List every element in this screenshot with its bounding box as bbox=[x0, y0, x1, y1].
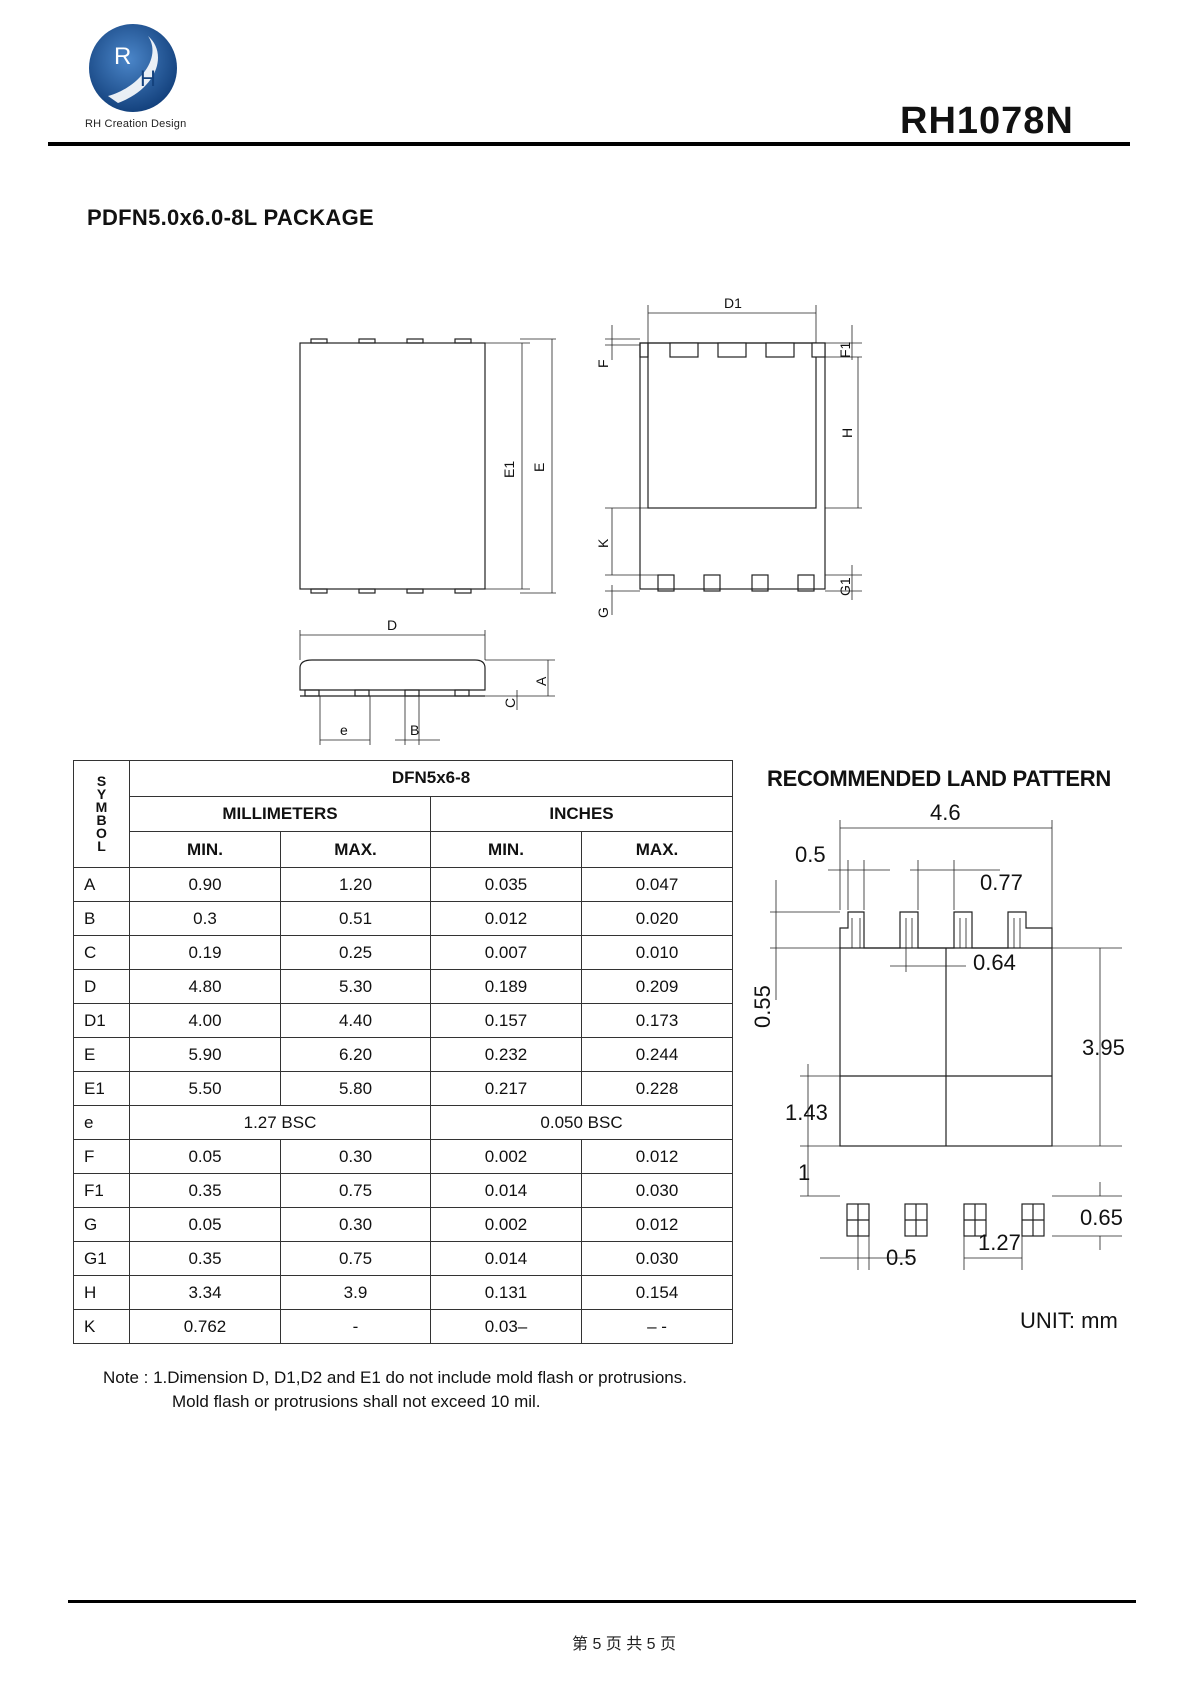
dim-pad-width: 0.5 bbox=[795, 842, 826, 867]
land-pattern-title: RECOMMENDED LAND PATTERN bbox=[767, 766, 1111, 791]
col-in-max: MAX. bbox=[580, 831, 734, 868]
logo-letter-r: R bbox=[114, 43, 131, 70]
note-line-1: Note : 1.Dimension D, D1,D2 and E1 do no… bbox=[103, 1368, 687, 1387]
dim-spacing: 1 bbox=[798, 1160, 810, 1185]
company-logo: R H bbox=[78, 18, 188, 128]
inches-header: INCHES bbox=[429, 795, 734, 833]
note-line-2: Mold flash or protrusions shall not exce… bbox=[172, 1392, 541, 1411]
dim-pad-height: 0.65 bbox=[1080, 1205, 1123, 1230]
package-header: DFN5x6-8 bbox=[128, 760, 734, 797]
part-number: RH1078N bbox=[900, 100, 1074, 142]
label-f: F bbox=[595, 359, 611, 368]
label-g1: G1 bbox=[837, 577, 853, 596]
package-drawing: D1 F K G F1 H G1 E1 E D A C e B bbox=[299, 295, 862, 745]
logo-letter-h: H bbox=[140, 66, 156, 91]
dim-body-height: 3.95 bbox=[1082, 1035, 1125, 1060]
dim-bottom-pad-width: 0.5 bbox=[886, 1245, 917, 1270]
col-in-min: MIN. bbox=[430, 831, 582, 868]
top-view bbox=[299, 338, 556, 594]
dim-gap: 0.64 bbox=[973, 950, 1016, 975]
dimension-table: S Y M B O L DFN5x6-8 MILLIMETERS INCHES … bbox=[73, 760, 734, 1344]
unit-label: UNIT: mm bbox=[1020, 1308, 1118, 1333]
label-h: H bbox=[839, 428, 855, 438]
label-e1: E1 bbox=[501, 461, 517, 478]
label-e: E bbox=[531, 463, 547, 472]
millimeters-header: MILLIMETERS bbox=[129, 795, 431, 833]
package-title: PDFN5.0x6.0-8L PACKAGE bbox=[87, 205, 374, 230]
label-c: C bbox=[502, 698, 518, 708]
bottom-view bbox=[605, 305, 862, 615]
label-d1: D1 bbox=[724, 295, 742, 311]
label-f1: F1 bbox=[837, 341, 853, 358]
logo-caption: RH Creation Design bbox=[85, 118, 187, 130]
symbol-header: S Y M B O L bbox=[73, 760, 130, 868]
dim-lower-height: 1.43 bbox=[785, 1100, 828, 1125]
dim-pad-pitch-top: 0.77 bbox=[980, 870, 1023, 895]
label-k: K bbox=[595, 538, 611, 548]
col-mm-min: MIN. bbox=[129, 831, 281, 868]
label-a: A bbox=[533, 676, 549, 686]
land-pattern-drawing: 4.6 0.5 0.77 0.64 0.55 3.95 1.43 1 0.65 … bbox=[750, 800, 1125, 1270]
footer-rule bbox=[68, 1600, 1136, 1603]
side-view bbox=[299, 630, 555, 745]
page-number: 第 5 页 共 5 页 bbox=[572, 1636, 677, 1653]
label-e-pitch: e bbox=[340, 722, 348, 738]
label-d: D bbox=[387, 617, 397, 633]
header-rule bbox=[48, 142, 1130, 146]
label-b: B bbox=[410, 722, 419, 738]
label-g: G bbox=[595, 607, 611, 618]
dim-top-height: 0.55 bbox=[750, 985, 775, 1028]
dim-width: 4.6 bbox=[930, 800, 961, 825]
symbol-header-letters: S Y M B O L bbox=[95, 773, 108, 854]
logo-emblem: R H bbox=[89, 24, 177, 112]
dim-pitch: 1.27 bbox=[978, 1230, 1021, 1255]
col-mm-max: MAX. bbox=[280, 831, 431, 868]
